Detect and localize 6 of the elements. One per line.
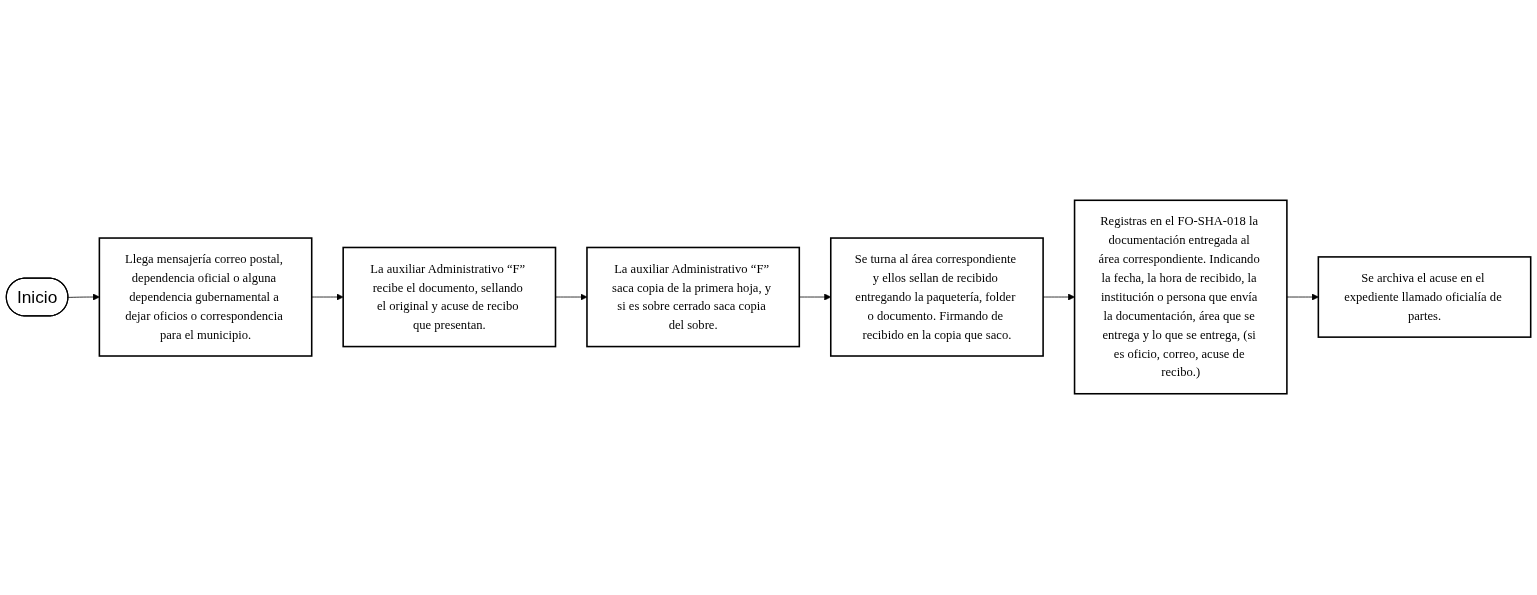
node-box: Llega mensajería correo postal, dependencia oficial o alguna dependencia gubernamental a dejar oficios o correspondencia para el municipio. [98,237,313,358]
node-box: Se turna al área correspondiente y ellos sellan de recibido entregando la paquetería, folder o documento. Firmando de recibido en la copia que saco. [829,237,1044,358]
node-box: La auxiliar Administrativo “F” saca copia de la primera hoja, y si es sobre cerrado saca copia del sobre. [586,247,801,348]
node-box: La auxiliar Administrativo “F” recibe el documento, sellando el original y acuse de recibo que presentan. [342,247,557,348]
node-box: Se archiva el acuse en el expediente llamado oficialía de partes. [1317,256,1532,339]
node-box: Registras en el FO-SHA-018 la documentación entregada al área correspondiente. Indicando la fecha, la hora de recibido, la institución o persona que envía la documentación, área que se entrega y lo que se entrega, (si es oficio, correo, acuse de recibo.) [1073,199,1288,395]
